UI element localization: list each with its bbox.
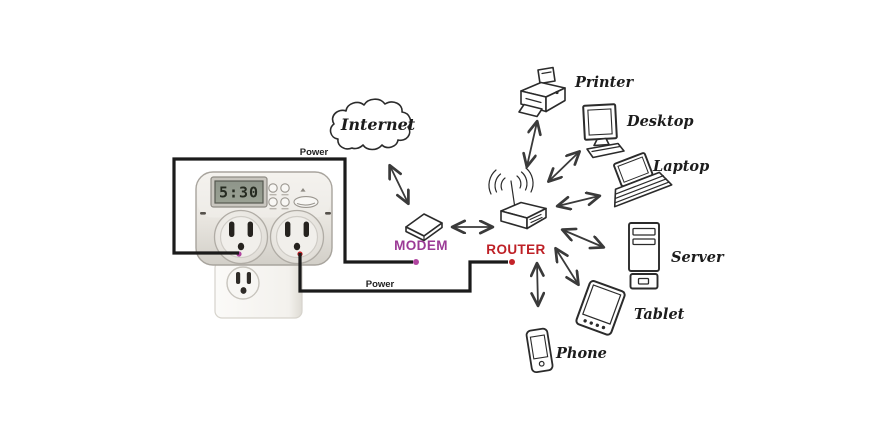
wall-outlet-ground xyxy=(240,287,247,294)
router-label: ROUTER xyxy=(486,242,545,257)
power-wire-to-router: Power xyxy=(298,253,515,293)
wall-outlet-slot xyxy=(236,272,241,284)
connection-arrows xyxy=(390,122,603,305)
timer-socket-right xyxy=(269,209,325,265)
timer-dial-button xyxy=(293,196,319,208)
printer-label: Printer xyxy=(574,74,635,91)
power-wire-to-modem: Power xyxy=(172,147,419,265)
arrow-router-phone xyxy=(537,264,538,305)
laptop-label: Laptop xyxy=(652,158,709,175)
timer-button xyxy=(280,197,290,207)
arrow-internet-modem xyxy=(390,166,408,203)
timer-socket-left xyxy=(213,209,269,265)
router-icon xyxy=(488,167,547,230)
arrow-router-tablet xyxy=(556,249,578,284)
timer-display: 5:30 xyxy=(219,184,259,202)
printer-icon xyxy=(518,66,566,118)
server-icon xyxy=(628,222,660,290)
wall-outlet xyxy=(214,260,303,319)
arrow-router-server xyxy=(563,230,603,247)
timer-button xyxy=(268,197,278,207)
phone-label: Phone xyxy=(555,345,607,362)
arrow-router-laptop xyxy=(558,196,599,206)
server-label: Server xyxy=(671,249,725,266)
arrow-router-desktop xyxy=(549,152,579,181)
phone-icon xyxy=(525,327,554,374)
timer-button xyxy=(268,183,278,193)
power-label-modem-wire: Power xyxy=(300,147,329,158)
desktop-label: Desktop xyxy=(626,113,694,130)
power-timer-device: 5:30 xyxy=(195,171,333,266)
internet-label: Internet xyxy=(340,115,416,134)
desktop-icon xyxy=(582,103,625,159)
laptop-icon xyxy=(613,152,673,208)
modem-icon xyxy=(405,213,443,242)
internet-cloud: Internet xyxy=(329,98,416,151)
tablet-icon xyxy=(575,280,626,336)
timer-button xyxy=(280,183,290,193)
arrow-router-printer xyxy=(527,122,537,166)
modem-label: MODEM xyxy=(394,238,448,253)
tablet-label: Tablet xyxy=(634,306,685,323)
timer-buttons xyxy=(268,183,319,210)
wall-outlet-slot xyxy=(246,272,251,284)
timer-lcd: 5:30 xyxy=(210,176,268,208)
power-label-router-wire: Power xyxy=(366,279,395,290)
